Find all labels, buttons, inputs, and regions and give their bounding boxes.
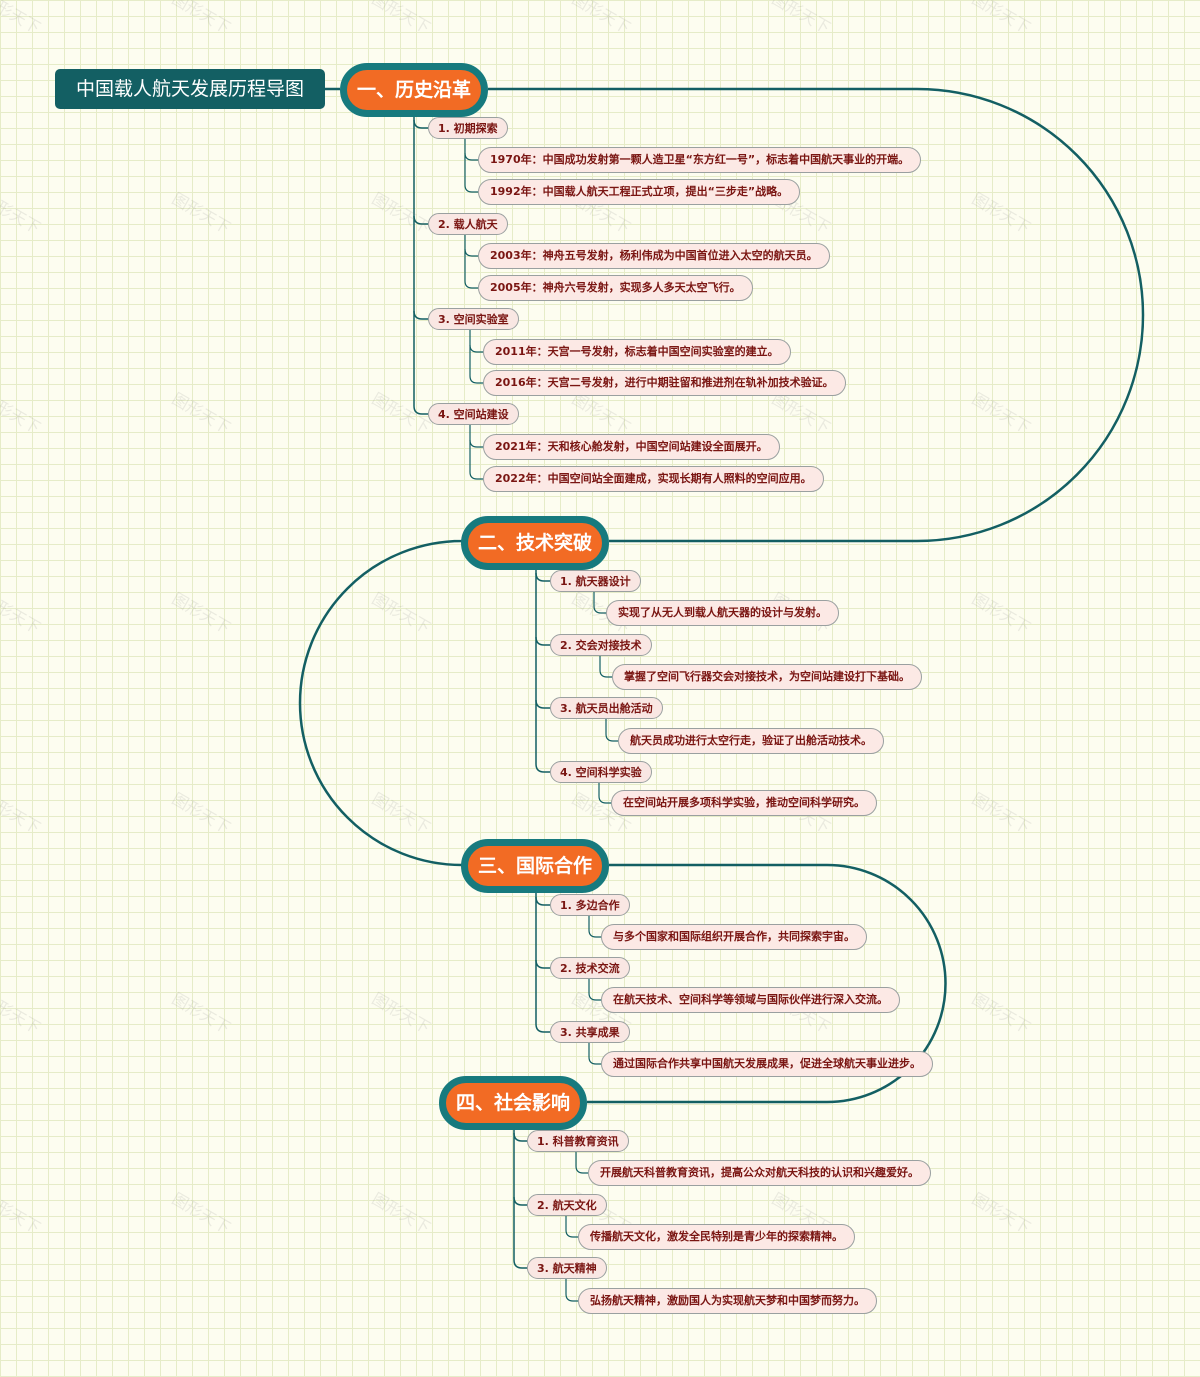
- connector-sub-section3-2: [535, 1023, 550, 1033]
- connector-sub-section2-0: [535, 572, 550, 582]
- detail-2021[interactable]: 2021年：天和核心舱发射，中国空间站建设全面展开。: [483, 434, 780, 460]
- sub-docking[interactable]: 2. 交会对接技术: [550, 634, 652, 656]
- connector-sub-section4-1: [513, 1196, 527, 1206]
- sub-space-lab[interactable]: 3. 空间实验室: [428, 308, 519, 330]
- detail-2005[interactable]: 2005年：神舟六号发射，实现多人多天太空飞行。: [478, 275, 753, 301]
- sub-early-exploration[interactable]: 1. 初期探索: [428, 117, 508, 139]
- sub-multilateral[interactable]: 1. 多边合作: [550, 894, 630, 916]
- sub-science-experiments[interactable]: 4. 空间科学实验: [550, 761, 652, 783]
- detail-space-culture[interactable]: 传播航天文化，激发全民特别是青少年的探索精神。: [578, 1224, 855, 1250]
- connector-leaf-section4-0-0: [575, 1165, 588, 1174]
- connector-leaf-section1-1-0: [464, 248, 478, 257]
- sub-eva[interactable]: 3. 航天员出舱活动: [550, 697, 663, 719]
- connector-loop-1-2: [488, 87, 1145, 543]
- detail-space-spirit[interactable]: 弘扬航天精神，激励国人为实现航天梦和中国梦而努力。: [578, 1288, 877, 1314]
- detail-1992[interactable]: 1992年：中国载人航天工程正式立项，提出“三步走”战略。: [478, 179, 801, 205]
- sub-space-culture[interactable]: 2. 航天文化: [527, 1194, 607, 1216]
- sub-spacecraft-design[interactable]: 1. 航天器设计: [550, 570, 641, 592]
- connector-leaf-section1-1-1: [464, 280, 478, 289]
- section-tech-breakthrough[interactable]: 二、技术突破: [461, 516, 609, 570]
- sub-space-station[interactable]: 4. 空间站建设: [428, 403, 519, 425]
- connector-sub-section3-0: [535, 896, 550, 906]
- connector-leaf-section3-1-0: [588, 992, 601, 1001]
- detail-docking[interactable]: 掌握了空间飞行器交会对接技术，为空间站建设打下基础。: [612, 664, 922, 690]
- detail-2016[interactable]: 2016年：天宫二号发射，进行中期驻留和推进剂在轨补加技术验证。: [483, 370, 846, 396]
- section-international[interactable]: 三、国际合作: [461, 839, 609, 893]
- connector-leaf-section2-3-0: [598, 795, 611, 804]
- detail-2011[interactable]: 2011年：天宫一号发射，标志着中国空间实验室的建立。: [483, 339, 791, 365]
- connector-sub-section3-1: [535, 959, 550, 969]
- connector-leaf-section1-3-0: [469, 439, 483, 448]
- connector-leaf-section1-0-1: [464, 184, 478, 193]
- connector-leaf-section1-3-1: [469, 471, 483, 480]
- detail-science-experiments[interactable]: 在空间站开展多项科学实验，推动空间科学研究。: [611, 790, 877, 816]
- connector-sub-section2-1: [535, 636, 550, 646]
- sub-manned-spaceflight[interactable]: 2. 载人航天: [428, 213, 508, 235]
- detail-2022[interactable]: 2022年：中国空间站全面建成，实现长期有人照料的空间应用。: [483, 466, 824, 492]
- connector-leaf-section4-1-0: [565, 1229, 578, 1238]
- detail-2003[interactable]: 2003年：神舟五号发射，杨利伟成为中国首位进入太空的航天员。: [478, 243, 830, 269]
- detail-multilateral[interactable]: 与多个国家和国际组织开展合作，共同探索宇宙。: [601, 924, 867, 950]
- connector-sub-section4-2: [513, 1259, 527, 1269]
- connector-sub-section1-3: [413, 405, 428, 415]
- connector-leaf-section3-0-0: [588, 929, 601, 938]
- connector-sub-section2-2: [535, 699, 550, 709]
- connector-sub-section4-0: [513, 1132, 527, 1142]
- connector-sub-section2-3: [535, 763, 550, 773]
- connector-leaf-section2-0-0: [593, 605, 606, 614]
- connector-leaf-section2-1-0: [599, 669, 612, 678]
- sub-space-spirit[interactable]: 3. 航天精神: [527, 1257, 607, 1279]
- connector-leaf-section1-2-1: [469, 375, 483, 384]
- sub-science-education[interactable]: 1. 科普教育资讯: [527, 1130, 629, 1152]
- connector-leaf-section2-2-0: [605, 733, 618, 742]
- connector-leaf-section1-2-0: [469, 344, 483, 353]
- connector-sub-section1-0: [413, 119, 428, 129]
- section-history[interactable]: 一、历史沿革: [340, 63, 488, 117]
- detail-tech-exchange[interactable]: 在航天技术、空间科学等领域与国际伙伴进行深入交流。: [601, 987, 900, 1013]
- connector-leaf-section1-0-0: [464, 152, 478, 161]
- connector-leaf-section4-2-0: [565, 1293, 578, 1302]
- detail-shared-results[interactable]: 通过国际合作共享中国航天发展成果，促进全球航天事业进步。: [601, 1051, 933, 1077]
- detail-eva[interactable]: 航天员成功进行太空行走，验证了出舱活动技术。: [618, 728, 884, 754]
- connector-sub-section1-2: [413, 310, 428, 320]
- detail-science-education[interactable]: 开展航天科普教育资讯，提高公众对航天科技的认识和兴趣爱好。: [588, 1160, 931, 1186]
- root-title[interactable]: 中国载人航天发展历程导图: [55, 69, 325, 109]
- connector-loop-2-3: [298, 539, 463, 867]
- section-social-impact[interactable]: 四、社会影响: [439, 1076, 587, 1130]
- sub-shared-results[interactable]: 3. 共享成果: [550, 1021, 630, 1043]
- sub-tech-exchange[interactable]: 2. 技术交流: [550, 957, 630, 979]
- detail-spacecraft-design[interactable]: 实现了从无人到载人航天器的设计与发射。: [606, 600, 839, 626]
- connector-sub-section1-1: [413, 215, 428, 225]
- connector-loop-3-4: [587, 863, 947, 1104]
- connector-leaf-section3-2-0: [588, 1056, 601, 1065]
- detail-1970[interactable]: 1970年：中国成功发射第一颗人造卫星“东方红一号”，标志着中国航天事业的开端。: [478, 147, 922, 173]
